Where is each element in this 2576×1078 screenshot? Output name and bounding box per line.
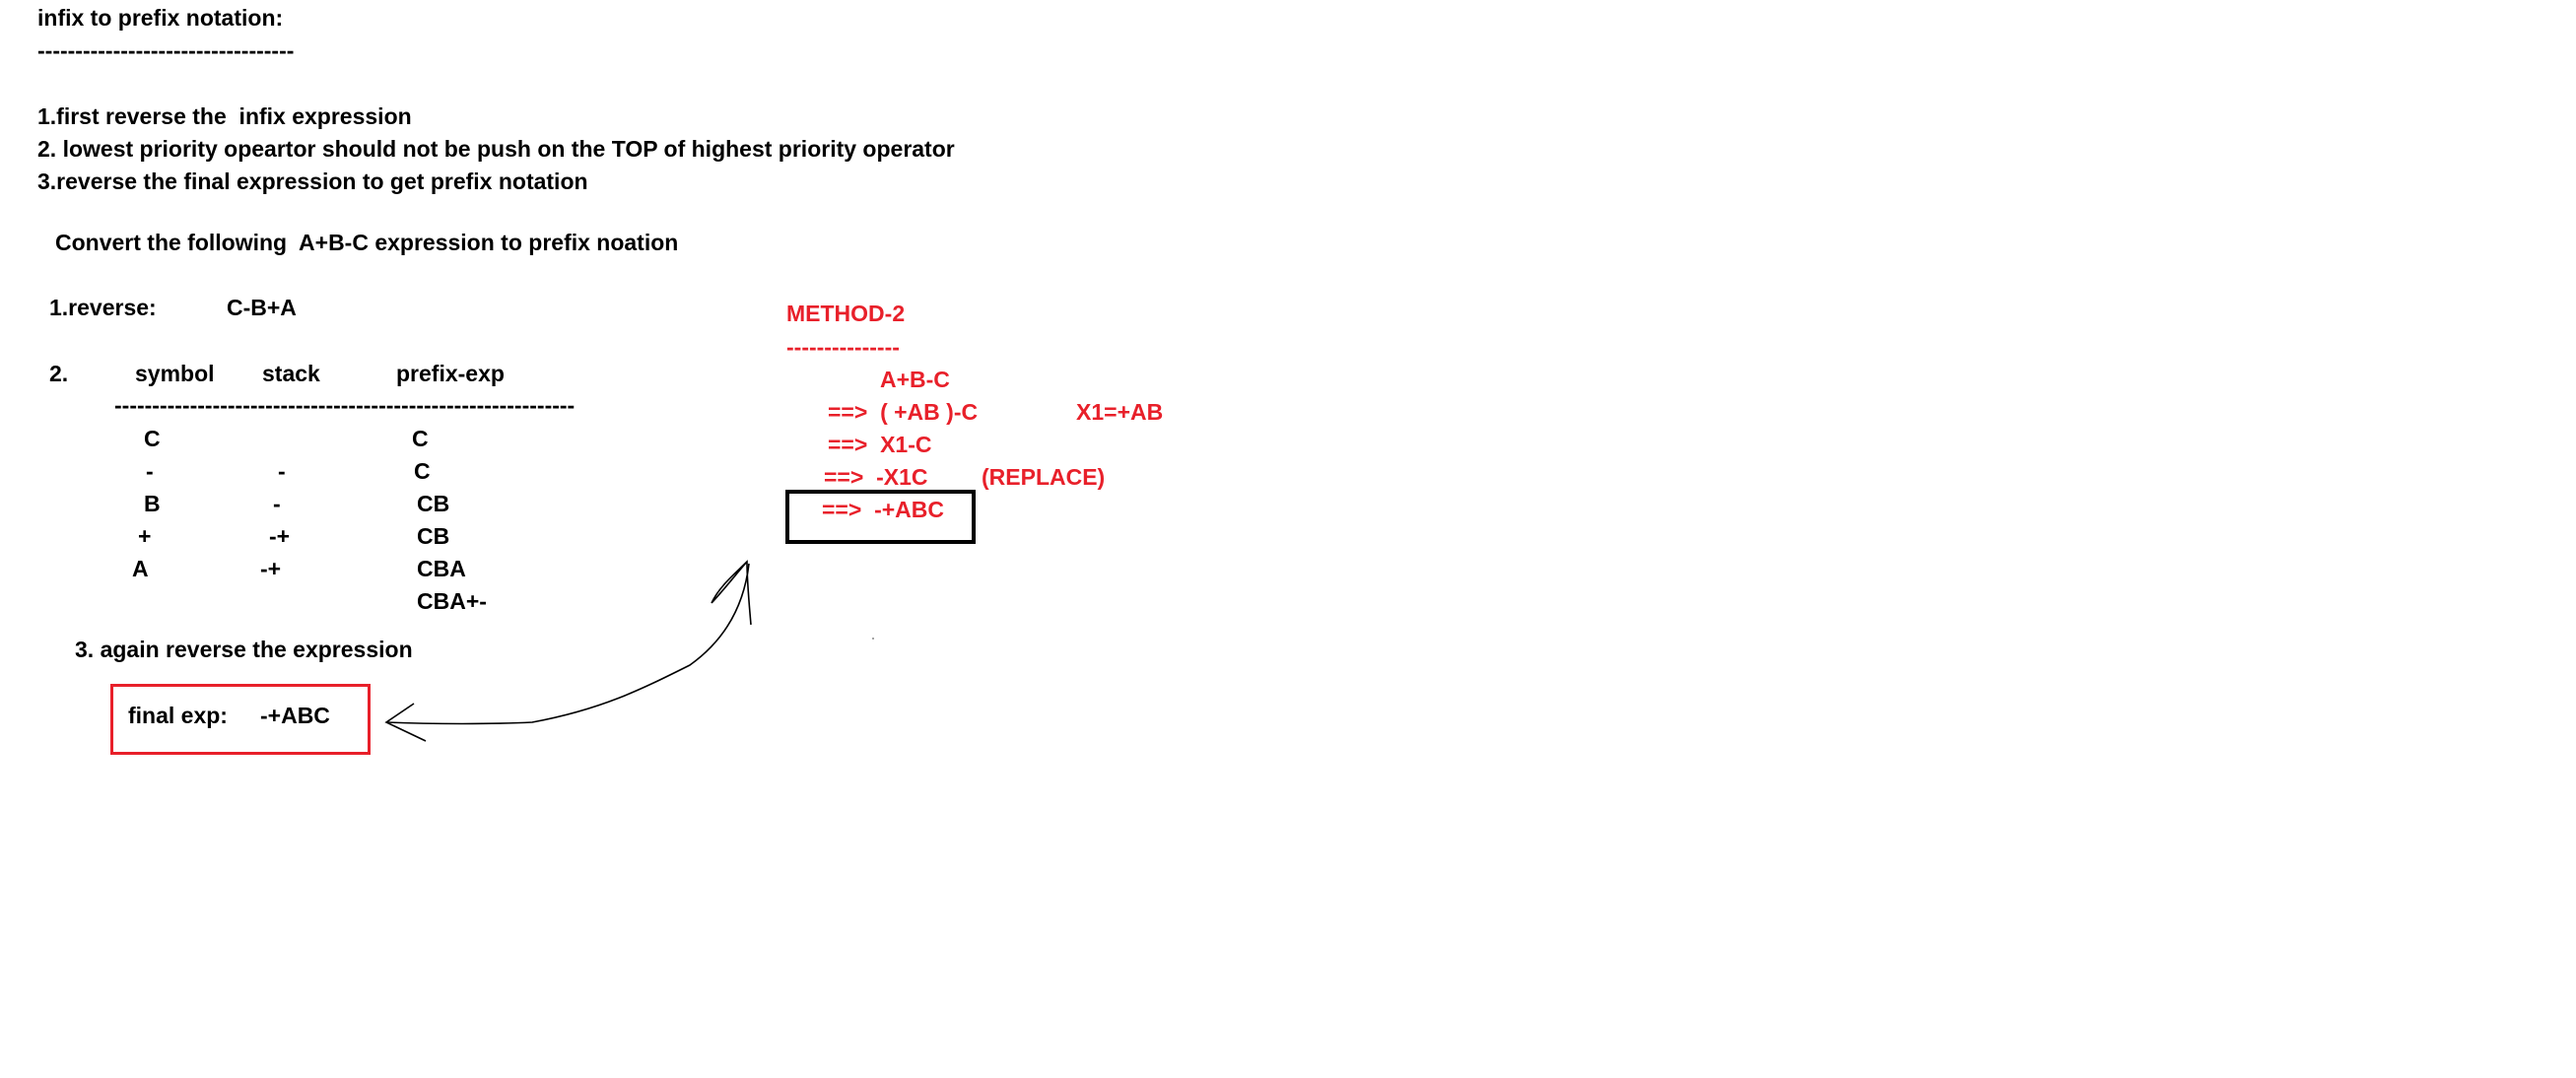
column-header-symbol: symbol	[135, 361, 215, 386]
stray-dot	[872, 638, 874, 640]
method2-note-3: (REPLACE)	[982, 464, 1106, 490]
row-symbol: +	[138, 523, 152, 549]
method2-title: METHOD-2	[786, 301, 906, 326]
row-symbol: C	[144, 426, 161, 451]
row-prefix: C	[414, 458, 431, 484]
row-symbol: A	[132, 556, 149, 581]
method2-result-box	[785, 490, 976, 544]
arrow-curve	[385, 563, 750, 725]
row-stack: -	[273, 491, 281, 516]
method2-underline: ---------------	[786, 334, 900, 360]
method2-step-3: ==> -X1C	[824, 464, 928, 490]
row-symbol: -	[146, 458, 154, 484]
title-underline: ----------------------------------	[37, 37, 295, 63]
task-statement: Convert the following A+B-C expression t…	[55, 230, 679, 255]
method2-note-1: X1=+AB	[1076, 399, 1164, 425]
final-label: final exp:	[128, 703, 228, 728]
table-separator: ----------------------------------------…	[114, 392, 576, 418]
step2-label: 2.	[49, 361, 69, 386]
row-prefix: CBA+-	[417, 588, 487, 614]
row-stack: -	[278, 458, 286, 484]
method2-step-2: ==> X1-C	[828, 432, 932, 457]
final-value: -+ABC	[260, 703, 330, 728]
step3-label: 3. again reverse the expression	[75, 637, 413, 662]
page-title: infix to prefix notation:	[37, 5, 284, 31]
row-prefix: C	[412, 426, 429, 451]
column-header-stack: stack	[262, 361, 320, 386]
row-prefix: CBA	[417, 556, 466, 581]
row-symbol: B	[144, 491, 161, 516]
row-stack: -+	[260, 556, 282, 581]
step1-value: C-B+A	[227, 295, 297, 320]
rule-3: 3.reverse the final expression to get pr…	[37, 168, 588, 194]
method2-step-1: ==> ( +AB )-C	[828, 399, 979, 425]
row-prefix: CB	[417, 491, 450, 516]
column-header-prefix: prefix-exp	[396, 361, 505, 386]
final-result-box	[110, 684, 371, 755]
method2-step-4: ==> -+ABC	[822, 497, 944, 522]
arrow-head-top	[711, 560, 752, 626]
row-stack: -+	[269, 523, 291, 549]
rule-1: 1.first reverse the infix expression	[37, 103, 412, 129]
arrow-head-left	[384, 703, 427, 742]
step1-label: 1.reverse:	[49, 295, 157, 320]
row-prefix: CB	[417, 523, 450, 549]
method2-expression: A+B-C	[880, 367, 950, 392]
rule-2: 2. lowest priority opeartor should not b…	[37, 136, 955, 162]
